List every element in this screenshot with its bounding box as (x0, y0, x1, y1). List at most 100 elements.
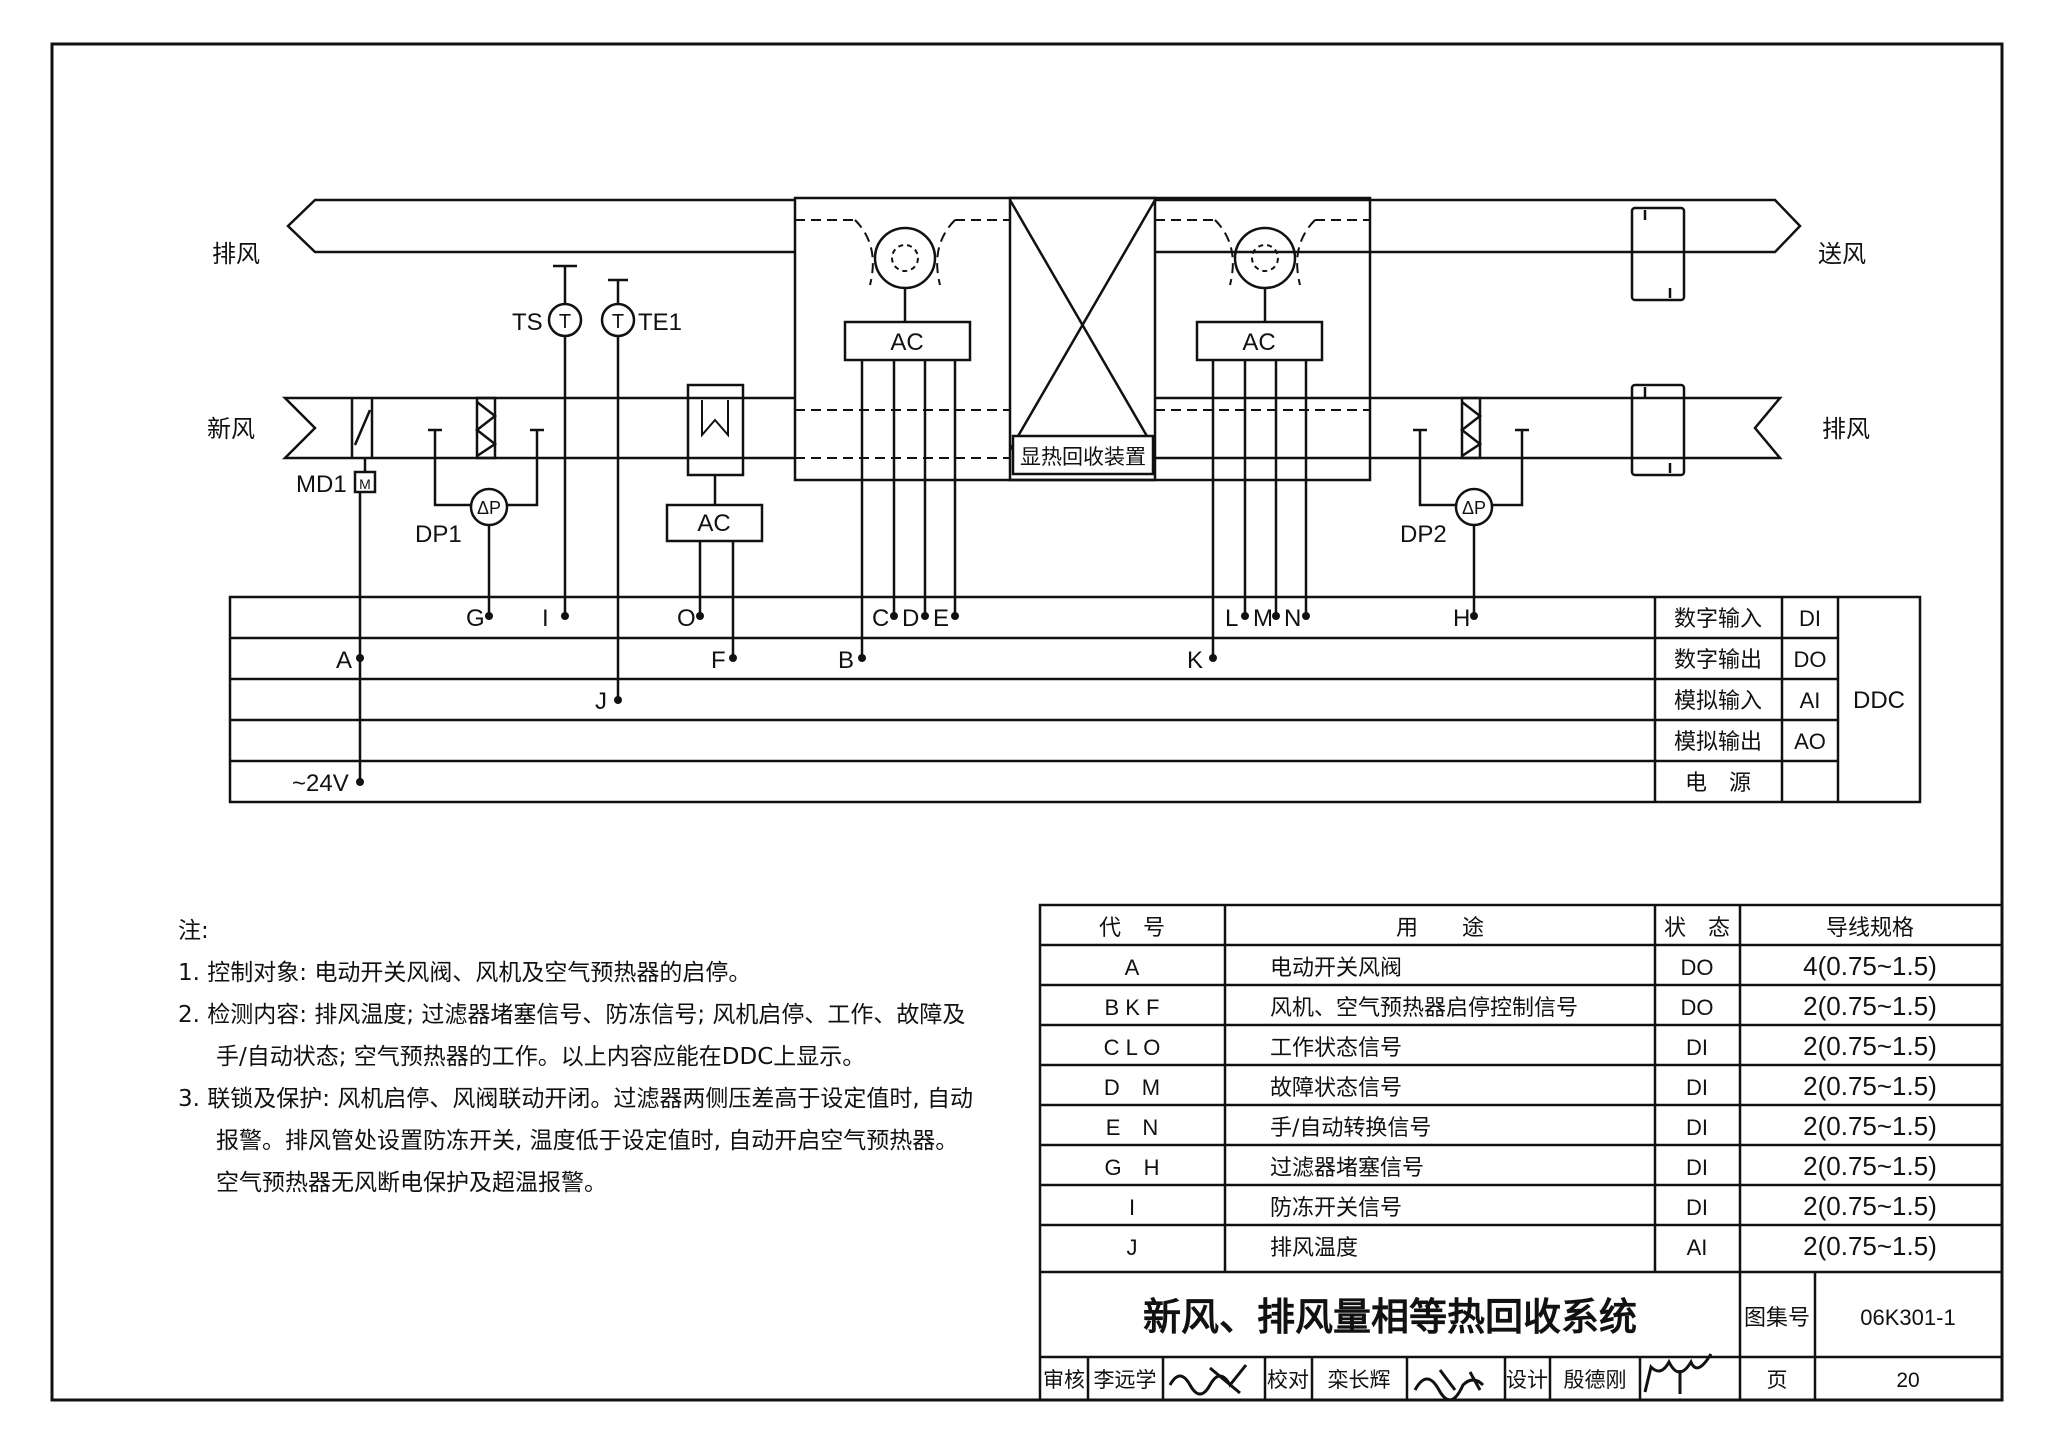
atlas-label: 图集号 (1744, 1306, 1810, 1331)
review-label: 审核 (1043, 1368, 1085, 1392)
ac-label-preheater: AC (697, 510, 730, 537)
ac-label-right: AC (1242, 329, 1275, 356)
heat-recovery-label: 显热回收装置 (1020, 445, 1146, 469)
dp1-symbol: ΔP (477, 498, 501, 518)
ac-label-left: AC (890, 329, 923, 356)
designer-signature (1643, 1353, 1713, 1394)
spec-table (1038, 903, 2004, 1402)
point-a: A (336, 647, 352, 674)
lower-duct (281, 396, 1783, 460)
dp2-sensor (1413, 428, 1529, 616)
table-cell-code: A (1125, 955, 1140, 980)
table-header-status: 状 态 (1664, 916, 1730, 941)
table-header-code: 代 号 (1099, 916, 1165, 941)
check-label: 校对 (1267, 1368, 1309, 1392)
note-item-3: 3. 联锁及保护: 风机启停、风阀联动开闭。过滤器两侧压差高于设定值时, 自动报… (178, 1086, 973, 1196)
table-cell-usage: 防冻开关信号 (1270, 1196, 1402, 1221)
designer-name: 殷德刚 (1564, 1368, 1627, 1392)
exhaust-left-label: 排风 (212, 240, 260, 268)
table-cell-usage: 排风温度 (1270, 1236, 1358, 1261)
dp2-symbol: ΔP (1462, 498, 1486, 518)
ddc-row-name-1: 数字输出 (1674, 648, 1762, 673)
te1-label: TE1 (638, 309, 682, 336)
preheater-controller (665, 503, 764, 543)
md1-label: MD1 (296, 471, 347, 498)
drawing-border (50, 42, 2004, 1402)
table-cell-code: E N (1106, 1115, 1159, 1140)
point-j: J (595, 688, 607, 715)
table-cell-wire: 2(0.75~1.5) (1803, 1111, 1937, 1141)
ddc-row-name-0: 数字输入 (1674, 607, 1762, 632)
dp1-sensor (428, 428, 544, 616)
table-cell-usage: 工作状态信号 (1270, 1036, 1402, 1061)
connection-dots (356, 612, 1478, 786)
note-item-1: 1. 控制对象: 电动开关风阀、风机及空气预热器的启停。 (178, 960, 752, 986)
point-m: M (1253, 605, 1273, 632)
table-cell-usage: 手/自动转换信号 (1270, 1116, 1431, 1141)
ts-label: TS (512, 309, 543, 336)
page-number: 20 (1896, 1369, 1919, 1392)
drawing-title: 新风、排风量相等热回收系统 (1143, 1295, 1637, 1339)
reviewer-signature (1168, 1364, 1248, 1396)
ts-t-symbol: T (559, 311, 571, 333)
point-e: E (933, 605, 949, 632)
atlas-number: 06K301-1 (1860, 1305, 1955, 1330)
table-cell-usage: 故障状态信号 (1270, 1076, 1402, 1101)
ddc-row-name-4: 电 源 (1685, 771, 1751, 796)
supply-air-label: 送风 (1818, 240, 1866, 268)
fresh-air-label: 新风 (207, 415, 255, 443)
point-o: O (677, 605, 696, 632)
checker-signature (1413, 1369, 1485, 1402)
md1-m-symbol: M (359, 476, 371, 492)
fan-controller-right (1195, 320, 1324, 362)
design-label: 设计 (1506, 1368, 1548, 1392)
notes-title: 注: (178, 918, 209, 944)
heat-exchanger-core (1008, 196, 1157, 482)
power-label: ~24V (292, 770, 349, 797)
point-b: B (838, 647, 854, 674)
page-label: 页 (1767, 1368, 1788, 1392)
fan-wires (860, 360, 1308, 658)
point-f: F (711, 647, 726, 674)
point-l: L (1225, 605, 1238, 632)
temperature-sensors (547, 264, 636, 700)
ddc-row-code-3: AO (1794, 729, 1826, 754)
point-h: H (1453, 605, 1470, 632)
ddc-row-code-0: DI (1799, 606, 1821, 631)
exhaust-right-label: 排风 (1822, 415, 1870, 443)
left-duct-devices (350, 383, 764, 543)
table-cell-code: J (1127, 1235, 1138, 1260)
table-cell-status: DI (1686, 1035, 1708, 1060)
table-cell-wire: 2(0.75~1.5) (1803, 1071, 1937, 1101)
dp1-label: DP1 (415, 521, 462, 548)
supply-fan (1233, 226, 1297, 290)
heat-recovery-unit (793, 196, 1372, 482)
ddc-row-code-1: DO (1794, 647, 1827, 672)
point-n: N (1284, 605, 1301, 632)
fan-controller-left (843, 320, 972, 362)
table-cell-status: DI (1686, 1195, 1708, 1220)
table-cell-code: C L O (1104, 1035, 1161, 1060)
table-cell-code: D M (1104, 1075, 1160, 1100)
ddc-row-name-2: 模拟输入 (1674, 689, 1762, 714)
table-header-wire: 导线规格 (1826, 916, 1914, 941)
note-item-2: 2. 检测内容: 排风温度; 过滤器堵塞信号、防冻信号; 风机启停、工作、故障及… (178, 1002, 966, 1070)
table-cell-status: DI (1686, 1155, 1708, 1180)
table-cell-status: DI (1686, 1115, 1708, 1140)
table-cell-wire: 2(0.75~1.5) (1803, 1031, 1937, 1061)
dp2-label: DP2 (1400, 521, 1447, 548)
point-d: D (902, 605, 919, 632)
table-cell-code: G H (1104, 1155, 1159, 1180)
table-cell-status: DI (1686, 1075, 1708, 1100)
table-cell-usage: 电动开关风阀 (1270, 956, 1402, 981)
table-cell-wire: 2(0.75~1.5) (1803, 1231, 1937, 1261)
table-cell-wire: 2(0.75~1.5) (1803, 991, 1937, 1021)
exhaust-fan (873, 226, 937, 290)
te1-t-symbol: T (612, 311, 624, 333)
table-cell-status: DO (1681, 955, 1714, 980)
point-k: K (1187, 647, 1203, 674)
reviewer-name: 李远学 (1094, 1368, 1157, 1392)
table-header-usage: 用 途 (1396, 916, 1484, 941)
ddc-row-name-3: 模拟输出 (1674, 730, 1762, 755)
